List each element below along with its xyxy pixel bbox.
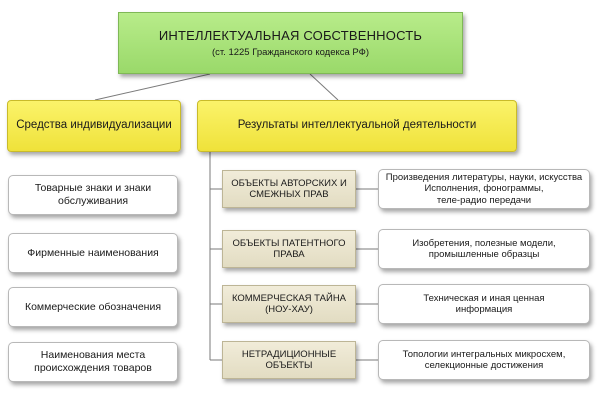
object-line: ОБЪЕКТЫ ПАТЕНТНОГО <box>232 237 346 249</box>
individualization-item-appellations-of-origin: Наименования места происхождения товаров <box>8 342 178 382</box>
result-object-copyright: ОБЪЕКТЫ АВТОРСКИХ И СМЕЖНЫХ ПРАВ <box>222 170 356 208</box>
result-description-trade-secret: Техническая и иная ценная информация <box>378 284 590 324</box>
item-line: Наименования места <box>40 349 146 362</box>
object-line: НЕТРАДИЦИОННЫЕ <box>241 348 337 360</box>
individualization-item-trade-names: Фирменные наименования <box>8 233 178 273</box>
category-results-label: Результаты интеллектуальной деятельности <box>237 119 477 132</box>
result-description-copyright: Произведения литературы, науки, искусств… <box>378 169 590 209</box>
description-line: Топологии интегральных микросхем, <box>402 348 566 360</box>
category-results: Результаты интеллектуальной деятельности <box>197 100 517 152</box>
item-line: происхождения товаров <box>34 362 152 374</box>
object-line: (НОУ-ХАУ) <box>265 304 313 315</box>
description-line: теле-радио передачи <box>436 194 532 206</box>
description-line: информация <box>455 304 513 315</box>
item-line: Товарные знаки и знаки <box>34 182 152 195</box>
description-line: Техническая и иная ценная <box>423 292 545 304</box>
object-line: ПРАВА <box>273 249 305 260</box>
description-line: промышленные образцы <box>428 249 540 260</box>
description-line: Исполнения, фонограммы, <box>424 183 544 195</box>
root-title: ИНТЕЛЛЕКТУАЛЬНАЯ СОБСТВЕННОСТЬ <box>158 27 423 43</box>
object-line: ОБЪЕКТЫ <box>265 360 313 371</box>
description-line: Изобретения, полезные модели, <box>412 237 556 249</box>
result-object-trade-secret: КОММЕРЧЕСКАЯ ТАЙНА (НОУ-ХАУ) <box>222 285 356 323</box>
result-description-nontraditional: Топологии интегральных микросхем, селекц… <box>378 340 590 380</box>
root-node: ИНТЕЛЛЕКТУАЛЬНАЯ СОБСТВЕННОСТЬ (ст. 1225… <box>118 12 463 74</box>
result-object-patent: ОБЪЕКТЫ ПАТЕНТНОГО ПРАВА <box>222 230 356 268</box>
object-line: КОММЕРЧЕСКАЯ ТАЙНА <box>231 292 347 304</box>
item-line: обслуживания <box>57 195 129 207</box>
object-line: СМЕЖНЫХ ПРАВ <box>249 189 329 200</box>
root-subtitle: (ст. 1225 Гражданского кодекса РФ) <box>211 47 370 59</box>
category-individualization: Средства индивидуализации <box>7 100 181 152</box>
item-line: Фирменные наименования <box>27 246 159 259</box>
connector-root-results <box>309 73 339 101</box>
connector-root-individualization <box>94 73 211 101</box>
individualization-item-commercial-designations: Коммерческие обозначения <box>8 287 178 327</box>
result-description-patent: Изобретения, полезные модели, промышленн… <box>378 229 590 269</box>
description-line: селекционные достижения <box>424 360 544 371</box>
result-object-nontraditional: НЕТРАДИЦИОННЫЕ ОБЪЕКТЫ <box>222 341 356 379</box>
individualization-item-trademarks: Товарные знаки и знаки обслуживания <box>8 175 178 215</box>
object-line: ОБЪЕКТЫ АВТОРСКИХ И <box>231 177 347 189</box>
category-individualization-label: Средства индивидуализации <box>16 119 172 132</box>
item-line: Коммерческие обозначения <box>24 300 162 313</box>
description-line: Произведения литературы, науки, искусств… <box>385 171 583 183</box>
